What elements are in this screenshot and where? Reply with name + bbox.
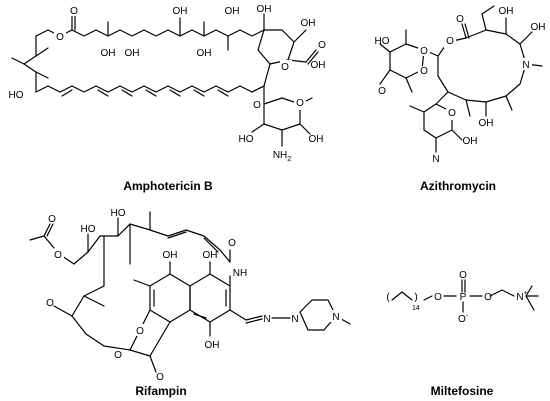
rifampin-structure: HO HO O O O OH OH OH O NH O O O N N N Ri… [29,208,351,398]
rifampin-hydroxyl-1: HO [81,224,96,235]
rifampin-core-hydroxyl-3: OH [205,340,220,351]
amphotericin-hydroxyl-left: HO [9,90,24,101]
rifampin-furanone-oxygen: O [156,372,164,383]
amphotericin-hemiketal-oxygen: O [281,62,289,73]
amphotericin-carboxyl-o: O [318,40,326,51]
rifampin-core-hydroxyl-2: OH [203,250,218,261]
amphotericin-glycosidic-oxygen: O [253,100,261,111]
miltefosine-phosphoryl-oxygen: O [459,270,467,281]
amphotericin-hydroxyl-3: OH [173,6,188,17]
azithromycin-ring-nitrogen: N [522,60,529,71]
rifampin-amide-nh: NH [233,268,247,279]
miltefosine-ester-oxygen-1: O [434,292,442,303]
azithromycin-hydroxyl-3: OH [479,118,494,129]
rifampin-ether-oxygen: O [114,350,122,361]
rifampin-hydroxyl-2: HO [111,208,126,219]
rifampin-methoxy-oxygen: O [46,298,54,309]
miltefosine-phosphorus: P [460,292,467,303]
amphotericin-carbonyl-oxygen: O [70,6,78,17]
azithromycin-hydroxyl-1: OH [499,6,514,17]
miltefosine-name: Miltefosine [431,384,494,398]
miltefosine-structure: ( ) 14 O P O O- O N+ Miltefosine [386,270,539,398]
azithromycin-dimethylamine: N [432,154,439,165]
rifampin-hydrazone-n1: N [263,314,270,325]
azithromycin-hydroxyl-2: OH [531,22,546,33]
azithromycin-desosamine-hydroxyl: OH [463,136,478,147]
miltefosine-chain-length: 14 [412,305,420,312]
azithromycin-desosamine-ring-oxygen: O [448,108,456,119]
amphotericin-hydroxyl-5: OH [225,6,240,17]
amphotericin-hydroxyl-7: OH [301,18,316,29]
rifampin-name: Rifampin [135,384,186,398]
amphotericin-amine: NH2 [273,150,291,163]
rifampin-acetate-carbonyl: O [48,214,56,225]
rifampin-amide-oxygen: O [228,238,236,249]
azithromycin-carbonyl-oxygen: O [456,14,464,25]
miltefosine-anionic-oxygen: O- [458,313,469,325]
miltefosine-ester-oxygen-2: O [484,292,492,303]
amphotericin-sugar-hydroxyl-2: OH [309,134,324,145]
amphotericin-hydroxyl-2: OH [125,48,140,59]
azithromycin-cladinose-ring-oxygen: O [420,66,428,77]
rifampin-furan-oxygen: O [136,326,144,337]
azithromycin-methoxy-oxygen: O [378,86,386,97]
amphotericin-b-structure: O O HO OH OH OH OH OH OH OH O O OH O O H… [9,4,326,193]
amphotericin-sugar-hydroxyl-1: HO [239,134,254,145]
amphotericin-b-name: Amphotericin B [123,179,213,193]
azithromycin-lactone-oxygen: O [446,36,454,47]
amphotericin-ring-oxygen: O [56,32,64,43]
azithromycin-name: Azithromycin [420,179,496,193]
rifampin-core-hydroxyl-1: OH [163,250,178,261]
amphotericin-hydroxyl-4: OH [197,48,212,59]
amphotericin-carboxyl-oh: OH [311,60,326,71]
miltefosine-paren-left: ( [386,292,390,303]
amphotericin-hydroxyl-1: OH [101,48,116,59]
azithromycin-glycosidic-oxygen-1: O [420,46,428,57]
miltefosine-paren-right: ) [414,292,417,303]
miltefosine-ammonium-nitrogen: N+ [516,290,527,303]
azithromycin-cladinose-hydroxyl: HO [375,36,390,47]
rifampin-hydrazone-n2: N [291,314,298,325]
rifampin-acetate-oxygen: O [54,250,62,261]
rifampin-piperazine-nitrogen: N [332,312,339,323]
amphotericin-sugar-ring-oxygen: O [296,98,304,109]
azithromycin-structure: O O OH OH N OH O HO O O O OH N Azithromy… [375,5,546,193]
amphotericin-hydroxyl-6: OH [257,4,272,15]
